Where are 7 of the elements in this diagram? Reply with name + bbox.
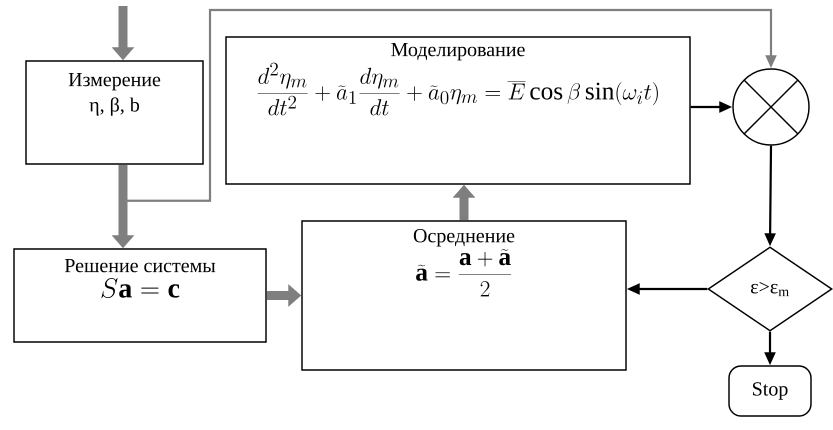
- process-box: Измерение η, β, b: [25, 60, 204, 165]
- process-box: Решение системы $S\mathbf{a}=\mathbf{c}$: [13, 248, 267, 343]
- terminal-box: Stop: [728, 365, 812, 417]
- multiplier-circle: [732, 68, 810, 146]
- process-box: Осреднение $\widetilde{\mathbf{a}}=\frac{\mathbf{a}+\widetilde{\mathbf{a}}}{2}$: [301, 220, 627, 371]
- arrow: [127, 8, 777, 202]
- process-box: Моделирование $\frac{d^2\eta_m}{dt^2}+\widetilde{a}_1\frac{d\eta_m}{dt}+\widetilde{a}_0\eta_m=\overline{E}\cos\beta\sin(\omega_i t)$: [225, 36, 691, 185]
